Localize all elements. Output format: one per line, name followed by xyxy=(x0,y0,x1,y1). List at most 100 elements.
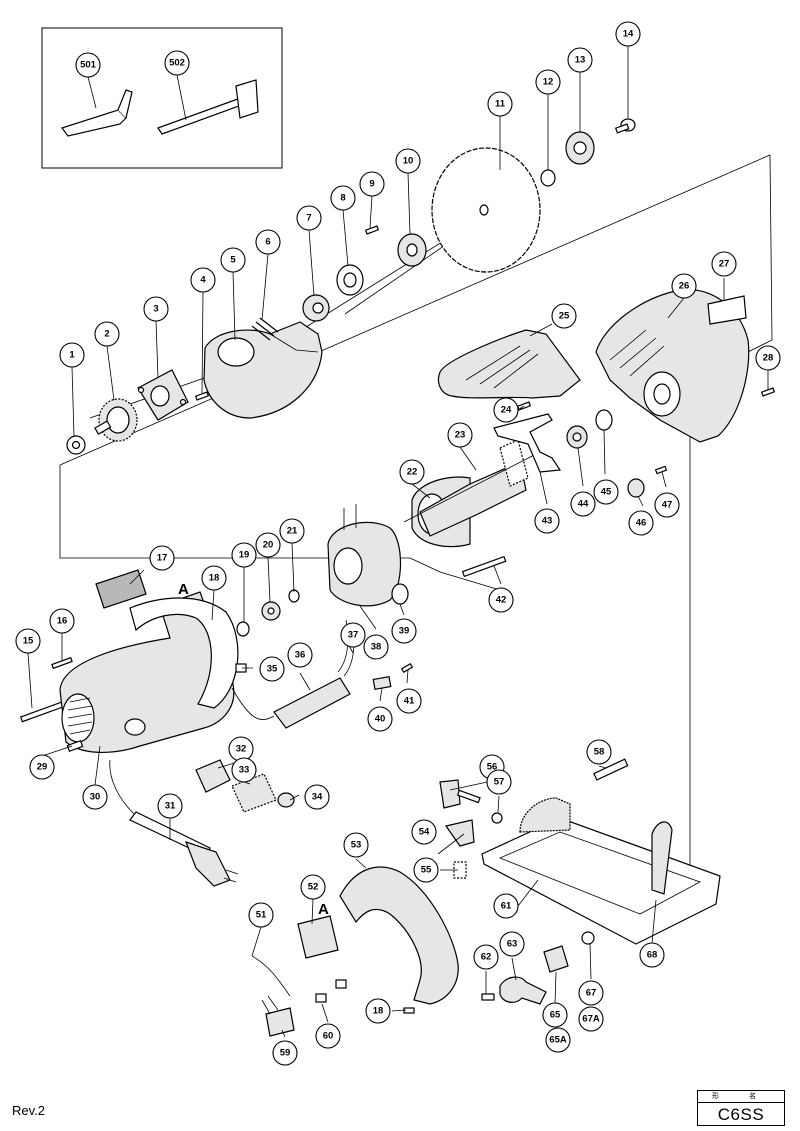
part-44-bearing xyxy=(566,425,588,449)
part-62-screw xyxy=(481,993,495,1001)
part-54-knob xyxy=(444,819,475,847)
svg-text:5: 5 xyxy=(230,255,236,266)
part-17-label xyxy=(95,569,147,609)
part-19-ring xyxy=(236,621,250,637)
svg-text:55: 55 xyxy=(421,865,432,876)
part-3-bearing-holder xyxy=(137,369,189,421)
callout-44: 44 xyxy=(570,491,596,517)
svg-text:7: 7 xyxy=(306,213,311,224)
callout-41: 41 xyxy=(396,688,422,714)
svg-text:61: 61 xyxy=(501,901,512,912)
part-4-screw xyxy=(194,391,210,401)
callout-53: 53 xyxy=(343,832,369,858)
callout-59: 59 xyxy=(272,1040,298,1066)
model-header: 形 名 xyxy=(698,1091,784,1103)
part-56-wing-bolt xyxy=(439,779,481,809)
callout-31: 31 xyxy=(157,793,183,819)
part-57-washer xyxy=(491,812,503,824)
svg-text:3: 3 xyxy=(153,304,158,315)
callout-32: 32 xyxy=(228,736,254,762)
svg-text:2: 2 xyxy=(104,329,109,340)
part-41-screw xyxy=(400,662,414,674)
svg-text:9: 9 xyxy=(369,179,374,190)
callout-1: 1 xyxy=(59,342,85,368)
guide-rule-502 xyxy=(157,79,259,135)
svg-text:21: 21 xyxy=(287,526,298,537)
part-55-spring xyxy=(453,861,467,879)
part-63-lever xyxy=(499,976,547,1005)
svg-text:32: 32 xyxy=(236,744,247,755)
callout-67A: 67A xyxy=(578,1006,604,1032)
leader-lines xyxy=(27,46,769,1038)
svg-text:53: 53 xyxy=(351,840,362,851)
svg-text:18: 18 xyxy=(373,1006,384,1017)
svg-text:17: 17 xyxy=(157,553,168,564)
svg-text:56: 56 xyxy=(487,762,498,773)
callout-12: 12 xyxy=(535,69,561,95)
part-16-screw xyxy=(51,656,73,670)
part-5-blade-guard xyxy=(203,321,323,419)
svg-text:19: 19 xyxy=(239,550,250,561)
part-25-handle xyxy=(437,329,581,399)
part-18-pin-lower xyxy=(403,1007,415,1014)
svg-text:4: 4 xyxy=(200,275,206,286)
svg-text:35: 35 xyxy=(267,664,278,675)
svg-text:38: 38 xyxy=(371,642,382,653)
svg-text:6: 6 xyxy=(265,237,270,248)
callout-5: 5 xyxy=(220,247,246,273)
svg-text:65A: 65A xyxy=(549,1035,567,1046)
part-34-cap xyxy=(277,792,295,808)
part-43-lever xyxy=(493,413,562,473)
callout-34: 34 xyxy=(304,784,330,810)
callout-55: 55 xyxy=(413,857,439,883)
svg-text:27: 27 xyxy=(719,259,730,270)
callout-67: 67 xyxy=(578,980,604,1006)
svg-text:65: 65 xyxy=(550,1010,561,1021)
callout-40: 40 xyxy=(367,706,393,732)
part-20-bearing xyxy=(261,601,281,621)
callout-502: 502 xyxy=(164,50,190,76)
svg-text:45: 45 xyxy=(601,487,612,498)
svg-text:41: 41 xyxy=(404,696,415,707)
callout-9: 9 xyxy=(359,171,385,197)
svg-text:46: 46 xyxy=(636,518,647,529)
callout-63: 63 xyxy=(499,931,525,957)
part-8-retainer xyxy=(336,264,364,296)
callout-45: 45 xyxy=(593,479,619,505)
callout-13: 13 xyxy=(567,47,593,73)
part-32-bushing xyxy=(195,759,231,793)
callout-21: 21 xyxy=(279,518,305,544)
callout-27: 27 xyxy=(711,251,737,277)
svg-text:15: 15 xyxy=(23,636,34,647)
svg-text:57: 57 xyxy=(494,777,505,788)
callout-20: 20 xyxy=(255,532,281,558)
svg-text:11: 11 xyxy=(495,99,506,110)
callout-65A: 65A xyxy=(545,1027,571,1053)
svg-text:16: 16 xyxy=(57,616,68,627)
callout-39: 39 xyxy=(391,618,417,644)
svg-text:31: 31 xyxy=(165,801,176,812)
callout-18: 18 xyxy=(201,565,227,591)
callout-18-lower: 18 xyxy=(365,998,391,1024)
callout-23: 23 xyxy=(447,422,473,448)
svg-text:13: 13 xyxy=(575,55,586,66)
svg-text:33: 33 xyxy=(239,765,250,776)
part-53-handle-cover xyxy=(339,866,459,1005)
svg-text:22: 22 xyxy=(407,467,418,478)
svg-text:42: 42 xyxy=(496,595,507,606)
part-7-bearing xyxy=(302,294,330,322)
part-67-washer xyxy=(581,931,595,945)
svg-text:29: 29 xyxy=(37,762,48,773)
part-60-screws xyxy=(315,979,347,1003)
part-39-spring xyxy=(391,583,409,605)
part-23-armature xyxy=(403,439,541,537)
callout-68: 68 xyxy=(639,942,665,968)
callout-3: 3 xyxy=(143,296,169,322)
part-68-base xyxy=(481,797,721,945)
callout-28: 28 xyxy=(755,345,781,371)
part-12-washer xyxy=(540,169,556,187)
callout-61: 61 xyxy=(493,893,519,919)
part-30-housing xyxy=(59,591,239,753)
model-box: 形 名 C6SS xyxy=(697,1090,785,1126)
